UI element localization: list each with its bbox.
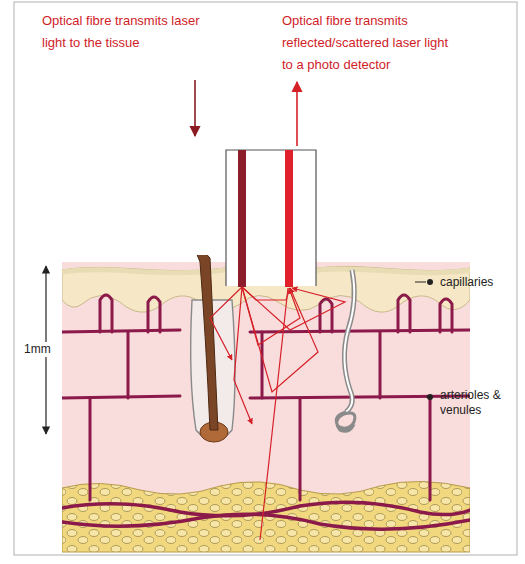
light-paths (210, 287, 345, 540)
transmitting-fibre (238, 150, 246, 287)
fibre-label: Optical fibre transmits reflected/scatte… (282, 10, 452, 76)
connecting-vessel (90, 332, 430, 500)
light-ray (260, 288, 288, 540)
fibre-label: Optical fibre transmits laser light to t… (42, 10, 202, 54)
light-ray (242, 287, 318, 392)
lower-plexus (62, 396, 470, 398)
capillary-loop (320, 299, 332, 332)
skin-section (62, 255, 470, 552)
leader-dot (427, 394, 433, 400)
capillary-loop (100, 295, 112, 332)
hair-shaft (196, 255, 218, 430)
dimension-label: 1mm (22, 342, 53, 357)
vessels (62, 295, 470, 529)
capillary-loop (148, 297, 160, 332)
sweat-gland-coil (336, 412, 355, 431)
vessel-label: capillaries (440, 275, 520, 290)
sweat-duct (344, 270, 354, 412)
light-ray (242, 287, 290, 300)
probe-housing (226, 150, 316, 286)
vessel-label: arterioles & venules (440, 388, 518, 418)
capillary-loop (440, 299, 452, 332)
return-arrow (296, 82, 298, 146)
light-ray (210, 287, 242, 360)
leader-line (415, 282, 426, 283)
deep-vessel (62, 514, 470, 529)
sweat-duct-lumen (344, 270, 354, 412)
light-ray (242, 287, 345, 330)
receiving-fibre (285, 150, 293, 287)
incident-arrow (194, 80, 196, 136)
leader-dot (427, 279, 433, 285)
dermis (62, 262, 470, 552)
light-ray (234, 287, 252, 424)
capillary-loop (398, 295, 410, 332)
